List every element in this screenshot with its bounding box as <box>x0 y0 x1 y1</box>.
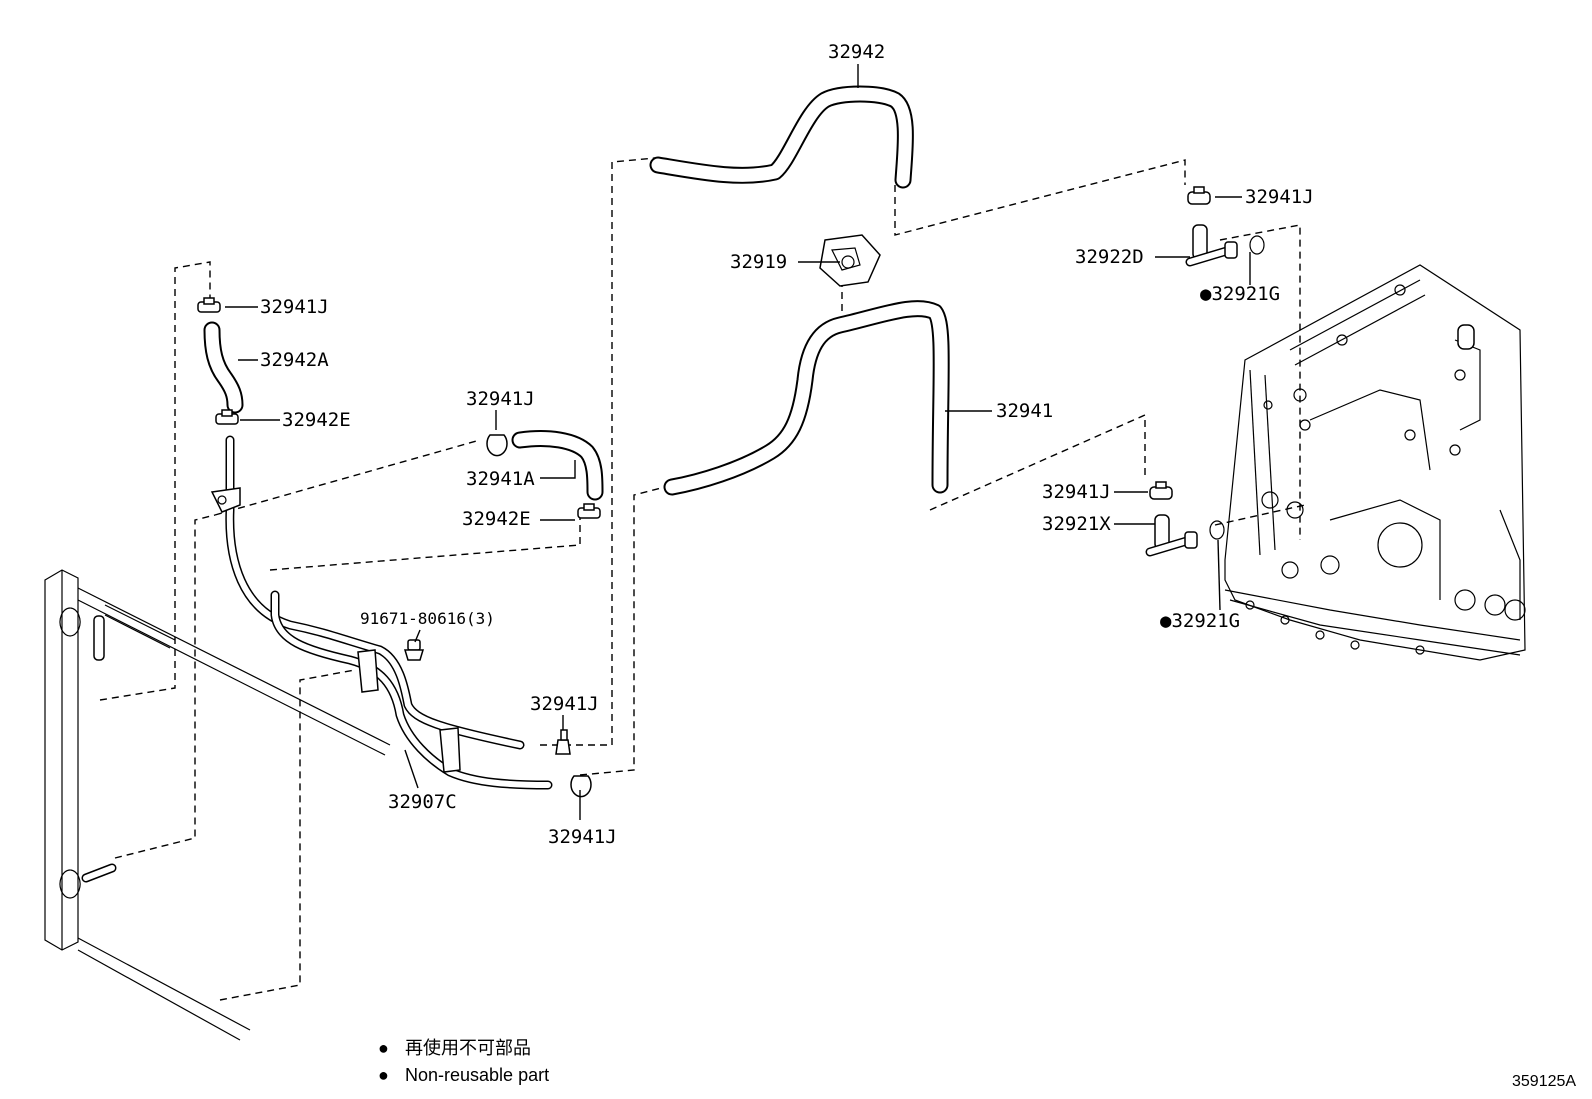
label-91671-80616: 91671-80616(3) <box>360 609 495 628</box>
legend-marker-1: ● <box>378 1038 389 1058</box>
radiator-drawing <box>44 569 391 1041</box>
label-32942: 32942 <box>828 41 885 63</box>
label-32942E-mid: 32942E <box>462 508 531 530</box>
pipe-32907C <box>210 435 553 790</box>
clamp-32941J-lower-a-icon <box>555 729 571 755</box>
leader-lines <box>225 64 1251 820</box>
legend-text-ja: 再使用不可部品 <box>405 1038 531 1058</box>
clamp-32941J-mid-icon <box>486 434 508 457</box>
assembly-lines <box>99 157 1306 1001</box>
legend-marker-2: ● <box>378 1065 389 1085</box>
transmission-housing-drawing <box>1224 264 1526 661</box>
label-32942E-left: 32942E <box>282 409 351 431</box>
label-32941A: 32941A <box>466 468 535 490</box>
label-32942A: 32942A <box>260 349 329 371</box>
label-32919: 32919 <box>730 251 787 273</box>
label-32921X: 32921X <box>1042 513 1111 535</box>
label-32941J-mid: 32941J <box>466 388 535 410</box>
label-32941J-top-right: 32941J <box>1245 186 1314 208</box>
union-32921X <box>1145 514 1225 557</box>
label-32941J-lower-a: 32941J <box>530 693 599 715</box>
label-32941: 32941 <box>996 400 1053 422</box>
diagram-code: 359125A <box>1512 1073 1576 1090</box>
hose-32941A <box>511 430 604 501</box>
clamp-32941J-lower-b-icon <box>570 775 592 798</box>
bracket-32919 <box>819 234 881 287</box>
label-32941J-right-mid: 32941J <box>1042 481 1111 503</box>
label-32941J-lower-b: 32941J <box>548 826 617 848</box>
part-labels: 32942 32941J 32919 32922D ●32921G 32941J… <box>260 41 1314 848</box>
hose-32941 <box>663 300 950 496</box>
clamp-32941J-top-right-icon <box>1187 186 1211 205</box>
hose-32942 <box>649 85 914 189</box>
label-32941J-left: 32941J <box>260 296 329 318</box>
label-32921G-top: ●32921G <box>1200 283 1280 305</box>
bolt-91671-icon <box>403 639 425 661</box>
hose-32942A <box>203 321 244 414</box>
clamp-32941J-right-mid-icon <box>1149 481 1173 500</box>
legend-text-en: Non-reusable part <box>405 1065 549 1085</box>
legend: ● 再使用不可部品 ● Non-reusable part <box>378 1038 549 1085</box>
clamps <box>197 186 1211 798</box>
label-32907C: 32907C <box>388 791 457 813</box>
clamp-32942E-left-icon <box>215 409 239 425</box>
clamp-32941J-left-icon <box>197 297 221 313</box>
label-32922D: 32922D <box>1075 246 1144 268</box>
union-32922D <box>1185 224 1265 267</box>
clamp-32942E-mid-icon <box>577 503 601 519</box>
label-32921G-bottom: ●32921G <box>1160 610 1240 632</box>
